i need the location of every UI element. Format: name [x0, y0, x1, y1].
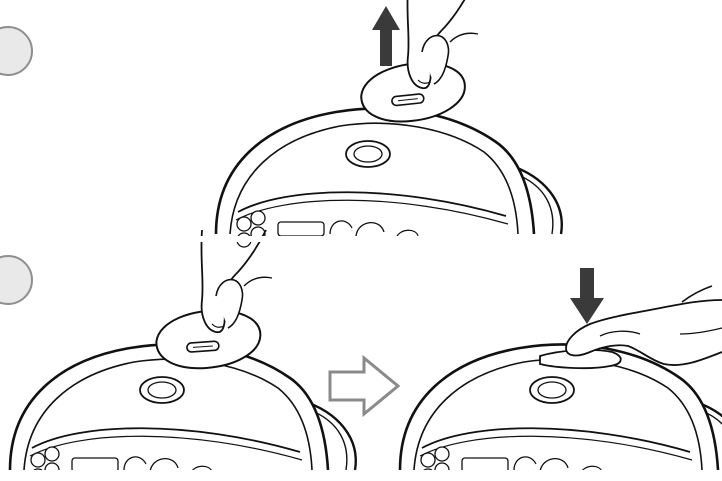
- step-1-group: [0, 0, 562, 247]
- divider: [0, 236, 722, 242]
- step-number-circle: [0, 27, 32, 75]
- step-2-group: [0, 230, 722, 481]
- rice-cooker-icon: [216, 109, 562, 247]
- down-arrow-icon: [570, 268, 604, 324]
- bottom-mask: [0, 470, 722, 481]
- hand-icon: [407, 0, 478, 88]
- right-arrow-icon: [330, 358, 398, 414]
- step-number-circle: [0, 256, 32, 304]
- hand-icon: [201, 230, 272, 332]
- up-arrow-icon: [372, 6, 400, 66]
